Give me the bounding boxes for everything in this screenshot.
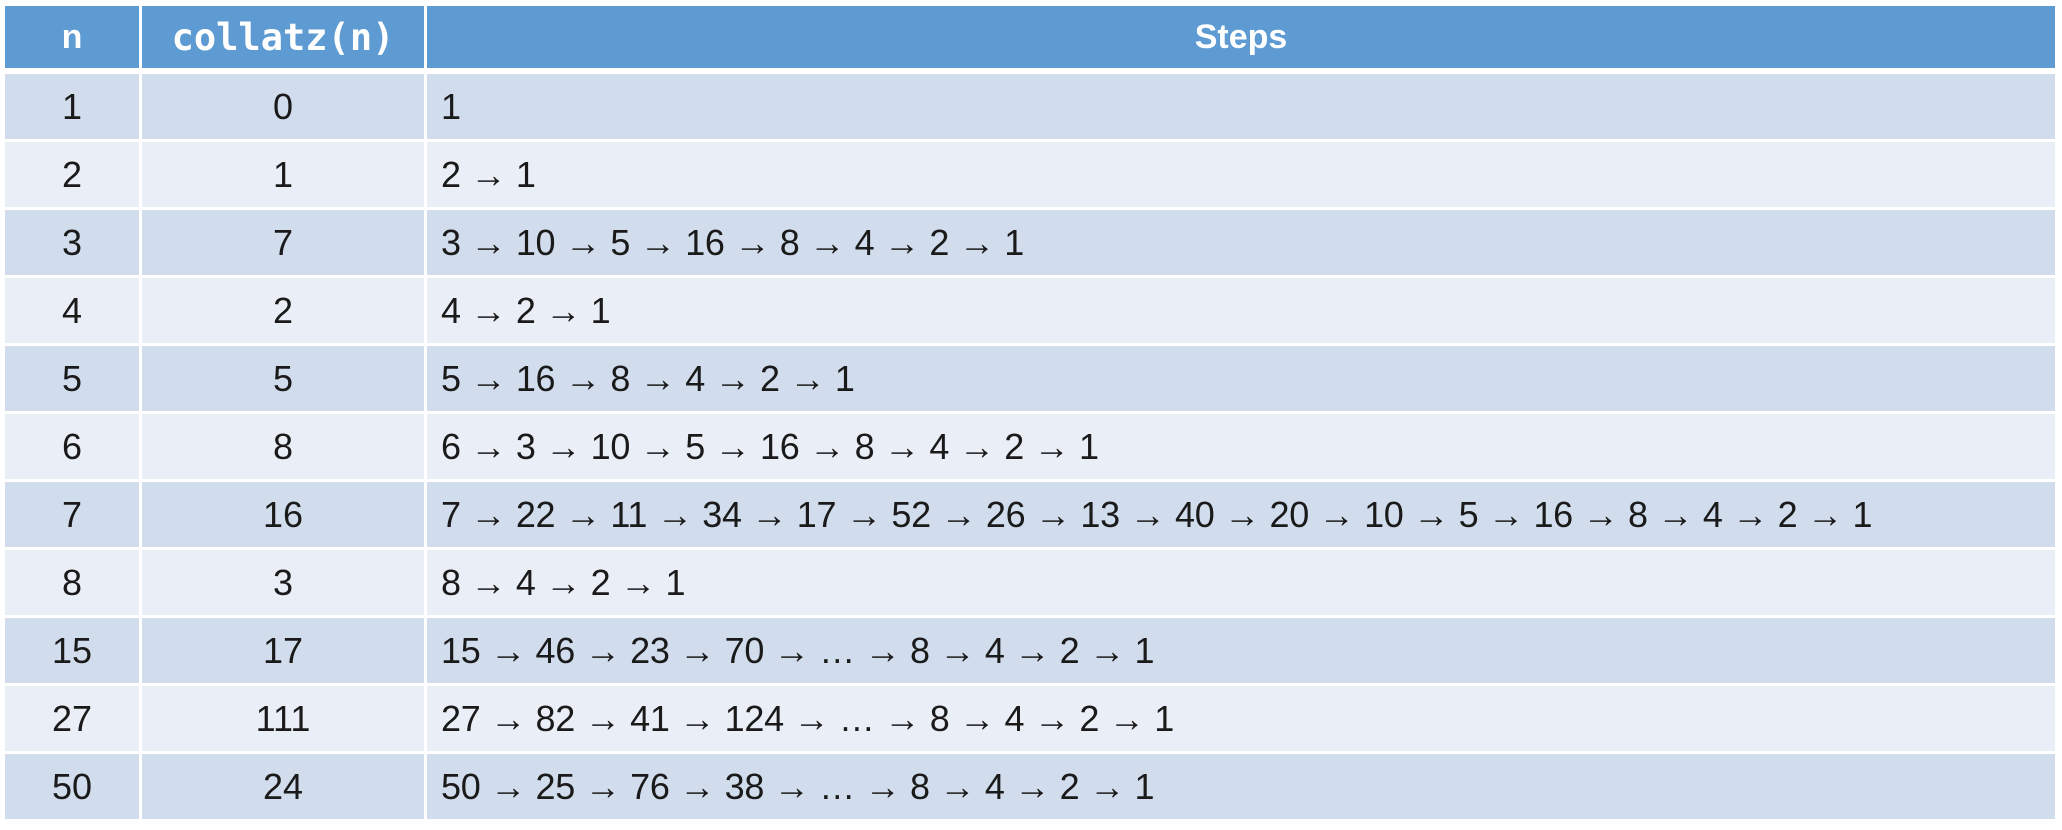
cell-collatz: 111 [142,686,427,754]
header-n: n [5,6,142,74]
cell-steps: 27 → 82 → 41 → 124 → … → 8 → 4 → 2 → 1 [427,686,2055,754]
collatz-table: n collatz(n) Steps 1 0 1 2 1 2 → 1 3 7 3… [5,6,2055,822]
cell-n: 6 [5,414,142,482]
table-row: 2 1 2 → 1 [5,142,2055,210]
cell-collatz: 16 [142,482,427,550]
table-body: 1 0 1 2 1 2 → 1 3 7 3 → 10 → 5 → 16 → 8 … [5,74,2055,822]
table-row: 6 8 6 → 3 → 10 → 5 → 16 → 8 → 4 → 2 → 1 [5,414,2055,482]
cell-steps: 15 → 46 → 23 → 70 → … → 8 → 4 → 2 → 1 [427,618,2055,686]
collatz-table-container: n collatz(n) Steps 1 0 1 2 1 2 → 1 3 7 3… [5,6,2055,822]
table-row: 27 111 27 → 82 → 41 → 124 → … → 8 → 4 → … [5,686,2055,754]
cell-n: 8 [5,550,142,618]
cell-n: 15 [5,618,142,686]
cell-n: 27 [5,686,142,754]
cell-steps: 3 → 10 → 5 → 16 → 8 → 4 → 2 → 1 [427,210,2055,278]
cell-collatz: 1 [142,142,427,210]
cell-n: 50 [5,754,142,822]
cell-collatz: 2 [142,278,427,346]
cell-n: 3 [5,210,142,278]
cell-collatz: 24 [142,754,427,822]
cell-n: 7 [5,482,142,550]
header-steps: Steps [427,6,2055,74]
cell-steps: 5 → 16 → 8 → 4 → 2 → 1 [427,346,2055,414]
table-row: 1 0 1 [5,74,2055,142]
cell-n: 1 [5,74,142,142]
cell-steps: 50 → 25 → 76 → 38 → … → 8 → 4 → 2 → 1 [427,754,2055,822]
table-row: 7 16 7 → 22 → 11 → 34 → 17 → 52 → 26 → 1… [5,482,2055,550]
cell-collatz: 8 [142,414,427,482]
table-row: 8 3 8 → 4 → 2 → 1 [5,550,2055,618]
cell-steps: 7 → 22 → 11 → 34 → 17 → 52 → 26 → 13 → 4… [427,482,2055,550]
cell-steps: 2 → 1 [427,142,2055,210]
cell-steps: 8 → 4 → 2 → 1 [427,550,2055,618]
cell-steps: 6 → 3 → 10 → 5 → 16 → 8 → 4 → 2 → 1 [427,414,2055,482]
table-row: 50 24 50 → 25 → 76 → 38 → … → 8 → 4 → 2 … [5,754,2055,822]
table-row: 15 17 15 → 46 → 23 → 70 → … → 8 → 4 → 2 … [5,618,2055,686]
cell-n: 4 [5,278,142,346]
cell-collatz: 17 [142,618,427,686]
cell-collatz: 0 [142,74,427,142]
header-collatz: collatz(n) [142,6,427,74]
cell-collatz: 5 [142,346,427,414]
cell-n: 5 [5,346,142,414]
table-row: 5 5 5 → 16 → 8 → 4 → 2 → 1 [5,346,2055,414]
table-row: 3 7 3 → 10 → 5 → 16 → 8 → 4 → 2 → 1 [5,210,2055,278]
table-row: 4 2 4 → 2 → 1 [5,278,2055,346]
cell-steps: 1 [427,74,2055,142]
cell-n: 2 [5,142,142,210]
cell-collatz: 7 [142,210,427,278]
cell-steps: 4 → 2 → 1 [427,278,2055,346]
cell-collatz: 3 [142,550,427,618]
header-row: n collatz(n) Steps [5,6,2055,74]
table-header: n collatz(n) Steps [5,6,2055,74]
